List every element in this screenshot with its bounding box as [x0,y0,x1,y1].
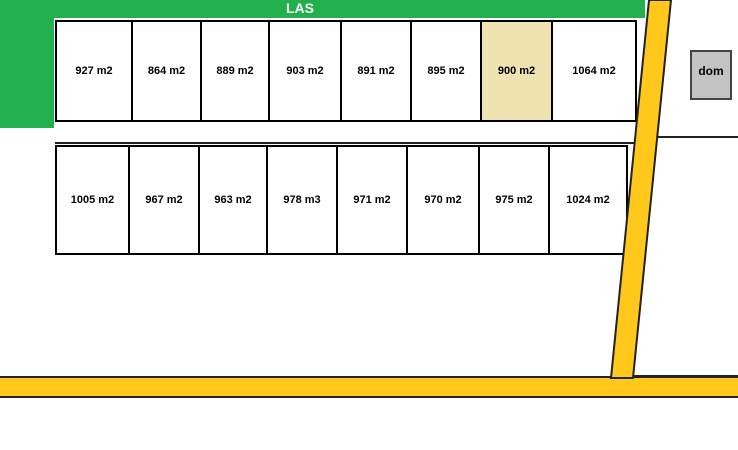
plot-area-label: 975 m2 [495,194,533,206]
road-vertical-shape [609,0,673,379]
plot-area-label: 1024 m2 [566,194,610,206]
house[interactable]: dom [690,50,732,100]
plot-area-label: 978 m3 [283,194,321,206]
plot-area-label: 963 m2 [214,194,252,206]
plot-area-label: 927 m2 [75,65,113,77]
property-edge-line [657,136,738,138]
plot-area-label: 970 m2 [424,194,462,206]
forest-area-left [0,0,54,128]
plot-bottom-8[interactable]: 1024 m2 [548,145,628,255]
plot-area-label: 891 m2 [357,65,395,77]
plot-area-label: 967 m2 [145,194,183,206]
plot-top-7-highlighted[interactable]: 900 m2 [480,20,553,122]
house-label: dom [698,64,724,78]
plot-area-label: 903 m2 [286,65,324,77]
plot-area-label: 971 m2 [353,194,391,206]
plot-area-label: 864 m2 [147,65,186,77]
forest-area [0,0,645,18]
plot-area-label: 889 m2 [216,65,254,77]
forest-label: LAS [286,0,314,16]
path-edge-line [55,142,635,144]
road-horizontal [0,376,738,398]
plot-area-label: 1064 m2 [572,65,616,77]
plot-area-label: 900 m2 [497,65,536,77]
plot-area-label: 895 m2 [427,65,465,77]
plot-top-8[interactable]: 1064 m2 [551,20,637,122]
property-edge-line [634,375,738,377]
plot-area-label: 1005 m2 [70,194,115,206]
